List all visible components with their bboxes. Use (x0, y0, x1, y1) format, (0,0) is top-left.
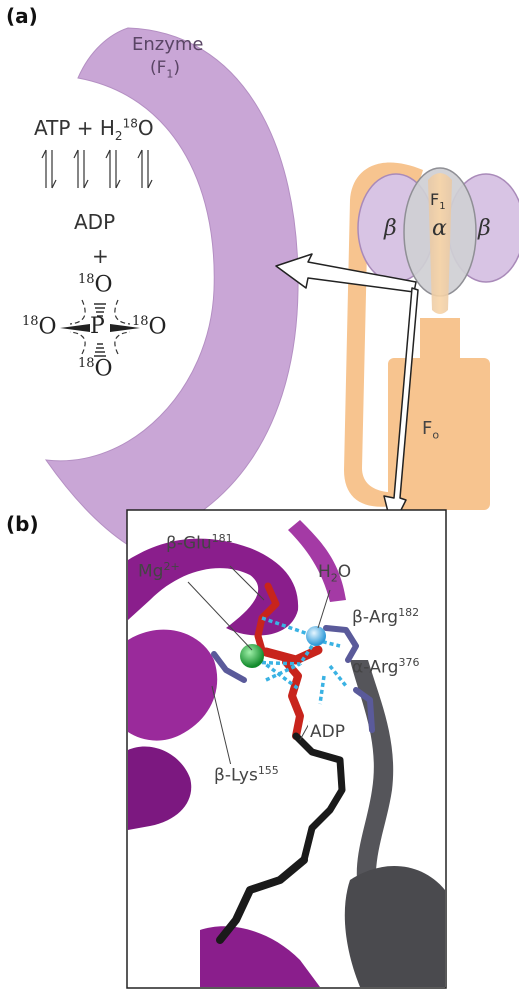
atp-text: ATP + H (34, 116, 115, 140)
water-isotope: 18 (122, 116, 138, 131)
fo-sub: o (432, 428, 440, 442)
mg-sup: 2+ (163, 560, 180, 573)
adp-text: ADP (74, 210, 116, 234)
o-right: O (148, 314, 167, 340)
purple-helix-3 (128, 746, 192, 830)
panel-a-letter: (a) (6, 4, 38, 28)
fo-letter: F (422, 418, 433, 439)
f1-letter: F (430, 190, 440, 209)
arg376-text: α-Arg (352, 657, 399, 678)
lys-sup: 155 (257, 764, 279, 777)
grey-helix (350, 660, 394, 900)
arg182-label: β-Arg182 (352, 606, 419, 628)
enzyme-sublabel: (F1) (150, 58, 180, 80)
phosphate-o-left: 18O (22, 314, 57, 339)
alpha-label: α (432, 216, 447, 241)
purple-sheet (200, 926, 320, 987)
water-molecule (306, 626, 326, 646)
glu-sup: 181 (211, 532, 233, 545)
glu-label: β-Glu181 (166, 532, 233, 554)
atp-synthase (344, 162, 519, 510)
arg182-sup: 182 (398, 606, 420, 619)
water-label-sub: 2 (330, 571, 338, 585)
o-right-isotope: 18 (132, 314, 149, 329)
enzyme-sub-num: 1 (166, 67, 174, 81)
enzyme-label-text: Enzyme (132, 34, 204, 55)
fo-subunit (388, 358, 490, 510)
equilibrium-arrows (41, 149, 153, 189)
glu-text: β-Glu (166, 533, 212, 554)
o-top-isotope: 18 (78, 272, 95, 287)
phosphate-dashed-bonds (69, 299, 131, 355)
enzyme-sub-close: ) (173, 58, 181, 78)
phosphate-hashed-bonds (94, 303, 106, 357)
purple-helix-1 (128, 538, 299, 636)
o-left: O (38, 314, 57, 340)
beta-label-right: β (478, 216, 491, 241)
arrow-to-enzyme (275, 253, 417, 293)
purple-strand-top (288, 520, 346, 602)
phosphate-o-bottom: 18O (78, 356, 113, 381)
purple-helix-2 (128, 629, 218, 741)
magnesium-ion (240, 644, 264, 668)
water-label: H2O (318, 562, 351, 584)
phosphate-p: P (90, 314, 105, 339)
central-stalk (428, 173, 452, 314)
f1-sub: 1 (439, 201, 446, 213)
enzyme-label: Enzyme (132, 34, 204, 55)
lys-text: β-Lys (214, 765, 258, 786)
phosphate-wedge-bonds (60, 324, 140, 332)
arg376-sup: 376 (398, 656, 420, 669)
mg-label: Mg2+ (138, 560, 180, 582)
enzyme-sub-open: (F (150, 58, 167, 78)
o-left-isotope: 18 (22, 314, 39, 329)
arg182-text: β-Arg (352, 607, 399, 628)
water-o: O (137, 116, 154, 140)
panel-b-letter: (b) (6, 512, 39, 536)
beta-label-left: β (384, 216, 397, 241)
reaction-atp-water: ATP + H218O (34, 116, 154, 143)
enzyme-crescent (44, 27, 299, 546)
lys-label: β-Lys155 (212, 764, 281, 786)
o-bottom: O (94, 356, 113, 382)
water-h: H (318, 562, 331, 582)
phosphate-o-top: 18O (78, 272, 113, 297)
water-label-o: O (337, 562, 352, 582)
label-leader-lines (187, 565, 331, 771)
o-bottom-isotope: 18 (78, 356, 95, 371)
grey-sheet (344, 866, 445, 987)
protein-structure (128, 520, 445, 987)
arg376-label: α-Arg376 (352, 656, 419, 678)
water-sub: 2 (114, 129, 123, 143)
mg-text: Mg (138, 561, 164, 582)
adp-structure-label: ADP (308, 722, 347, 742)
o-top: O (94, 272, 113, 298)
phosphate-o-right: 18O (132, 314, 167, 339)
fo-label: Fo (422, 418, 439, 442)
plus-text: + (92, 244, 109, 268)
f1-label: F1 (430, 190, 446, 212)
